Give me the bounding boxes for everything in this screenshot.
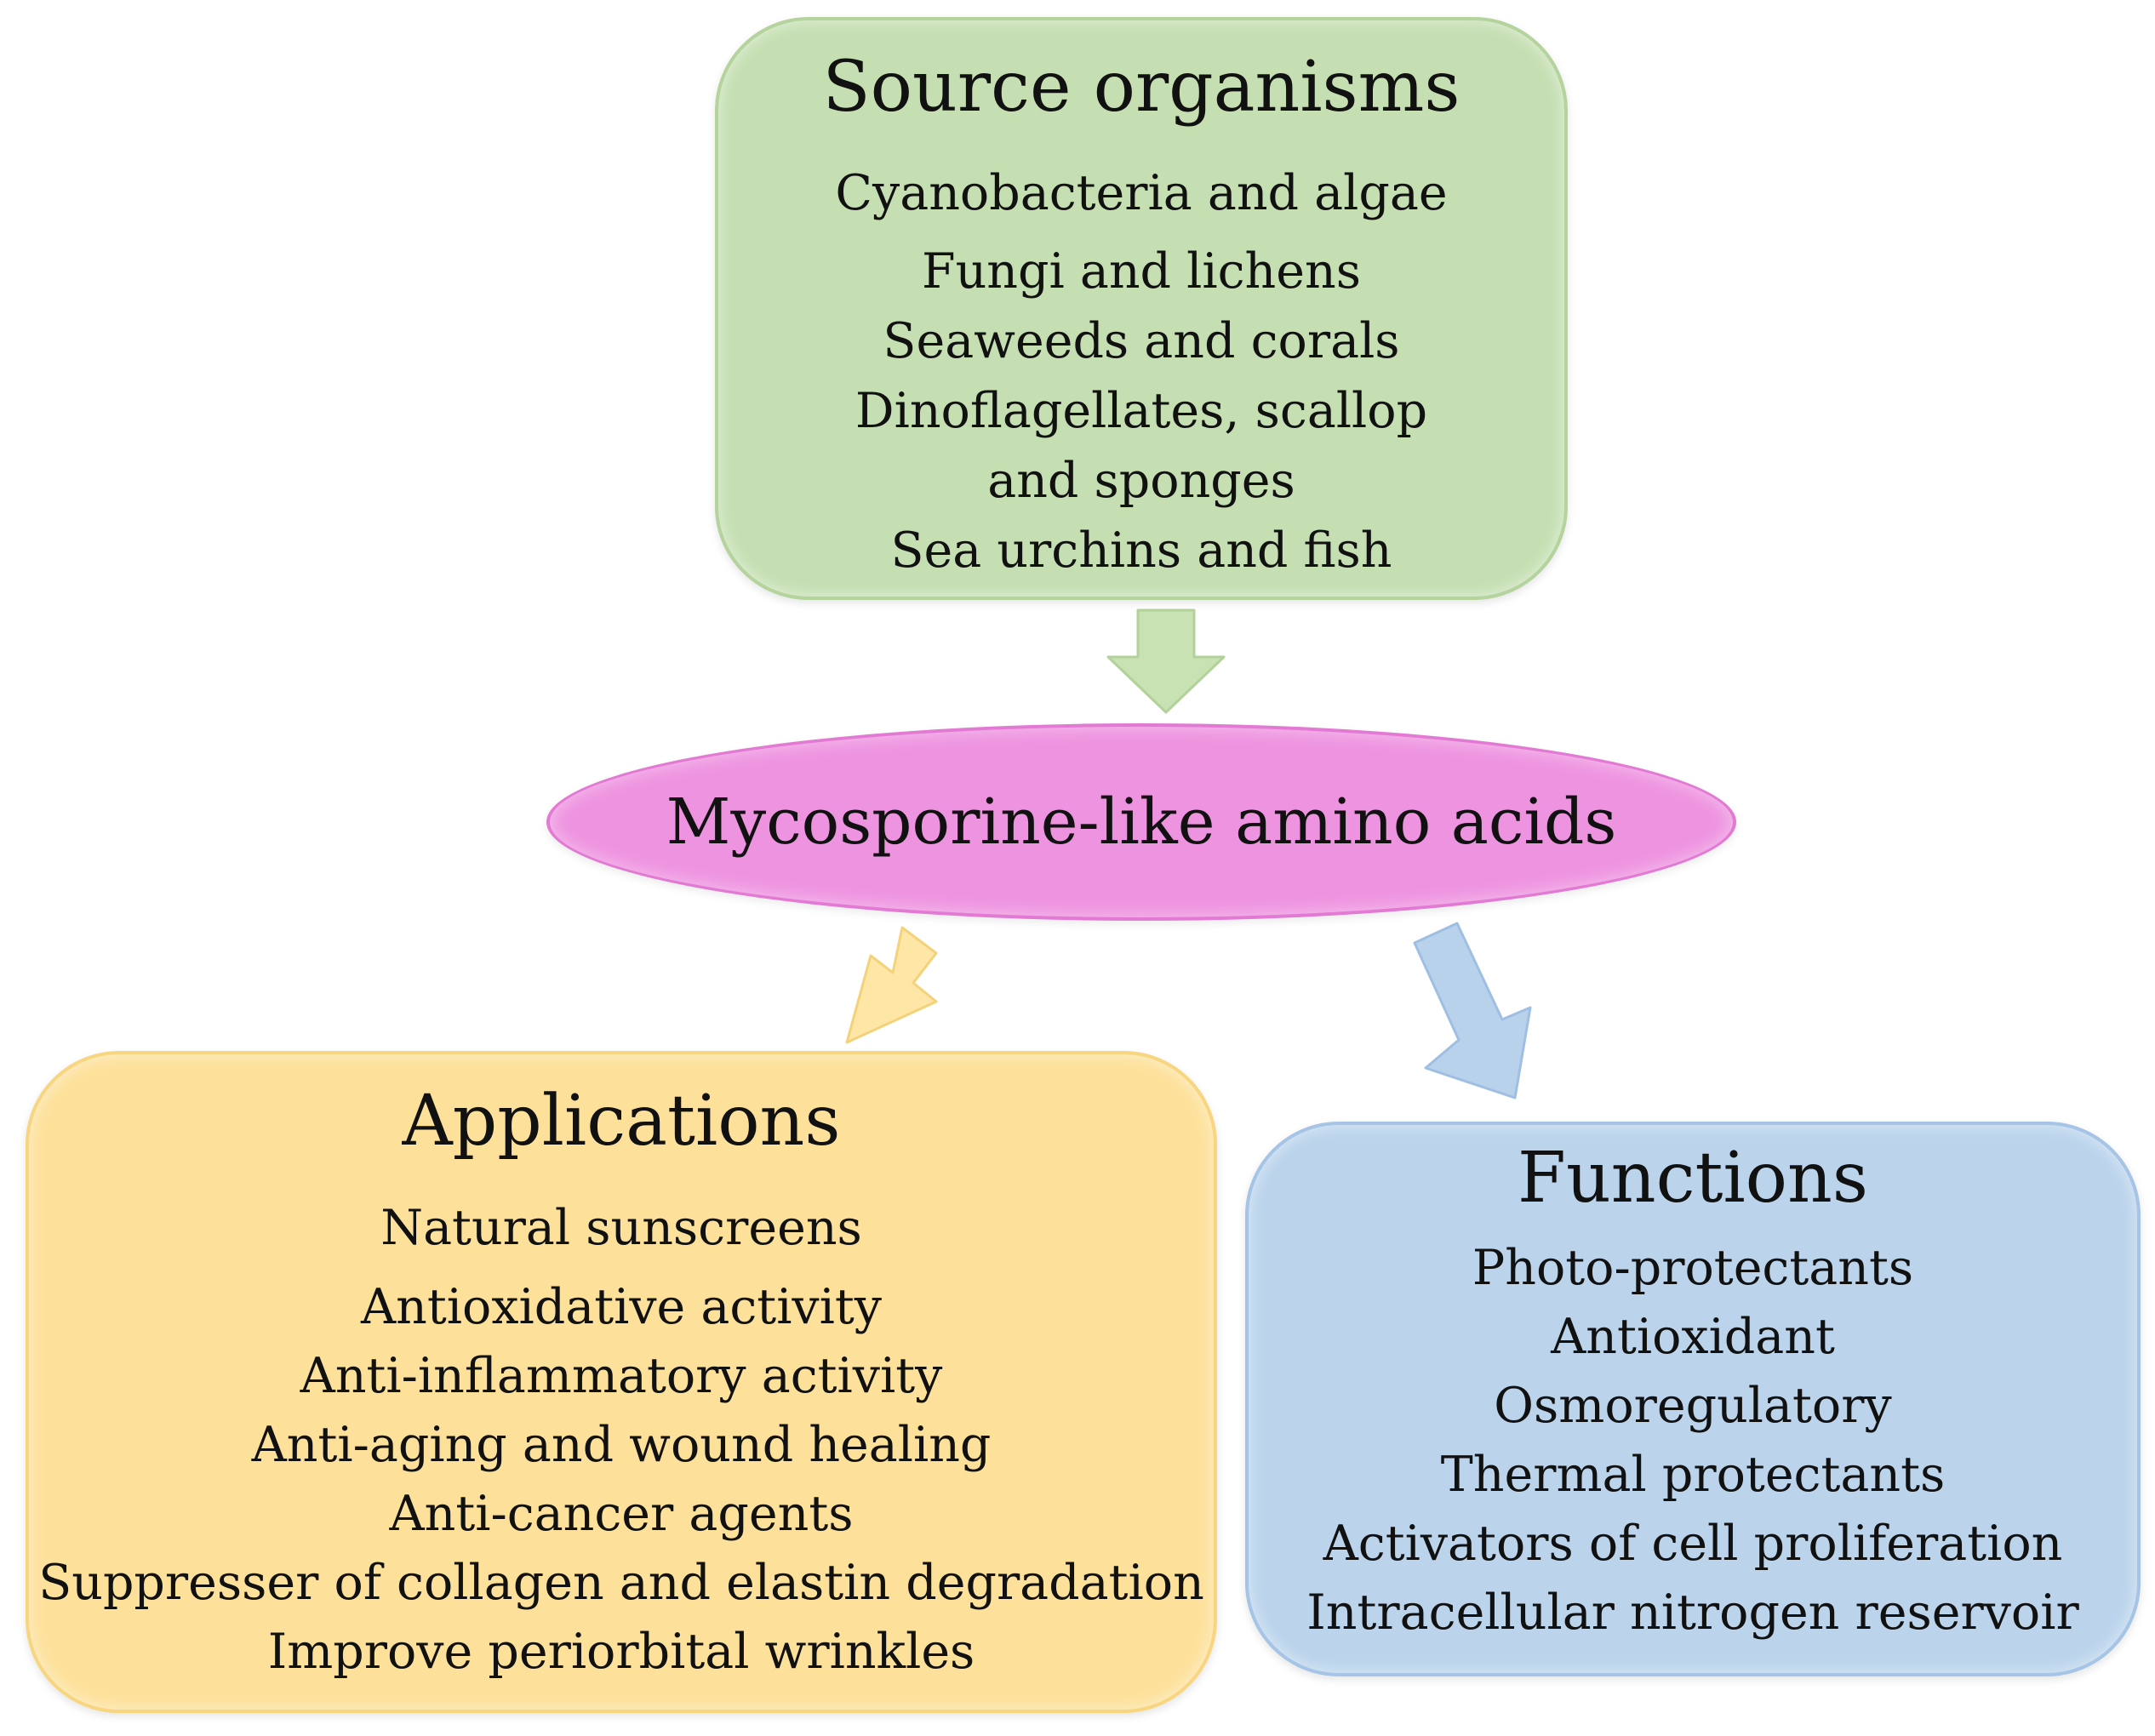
applications-title: Applications — [402, 1081, 841, 1162]
list-item: Fungi and lichens — [922, 243, 1361, 300]
functions-box: Functions Photo-protectants Antioxidant … — [1245, 1122, 2141, 1676]
list-item: Osmoregulatory — [1494, 1378, 1892, 1434]
list-item: Cyanobacteria and algae — [835, 165, 1448, 221]
list-item: Photo-protectants — [1472, 1240, 1914, 1296]
functions-list: Photo-protectants Antioxidant Osmoregula… — [1249, 1234, 2137, 1647]
list-item: Anti-inflammatory activity — [300, 1348, 943, 1404]
applications-list: Natural sunscreens Antioxidative activit… — [29, 1194, 1214, 1687]
list-item: Thermal protectants — [1440, 1447, 1946, 1503]
applications-box: Applications Natural sunscreens Antioxid… — [26, 1051, 1217, 1713]
list-item: Anti-cancer agents — [389, 1486, 854, 1542]
list-item: Seaweeds and corals — [883, 313, 1400, 369]
mycosporine-amino-acids-node: Mycosporine-like amino acids — [546, 723, 1736, 921]
list-item: Natural sunscreens — [380, 1200, 862, 1256]
list-item: Sea urchins and fish — [890, 523, 1392, 579]
source-organisms-list: Cyanobacteria and algae Fungi and lichen… — [718, 158, 1564, 585]
functions-title: Functions — [1518, 1138, 1868, 1219]
list-item: Dinoflagellates, scallop — [855, 383, 1428, 439]
list-item: Antioxidant — [1551, 1309, 1835, 1365]
down-arrow-icon — [1106, 608, 1226, 714]
list-item: Antioxidative activity — [361, 1279, 882, 1335]
down-right-arrow-icon — [1413, 922, 1532, 1099]
down-left-arrow-icon — [845, 926, 938, 1044]
list-item: Activators of cell proliferation — [1323, 1516, 2063, 1572]
list-item: Improve periorbital wrinkles — [267, 1624, 975, 1680]
list-item: Suppresser of collagen and elastin degra… — [38, 1555, 1204, 1611]
source-organisms-title: Source organisms — [822, 47, 1460, 128]
center-label: Mycosporine-like amino acids — [666, 785, 1617, 859]
list-item: Anti-aging and wound healing — [251, 1417, 992, 1473]
list-item: and sponges — [987, 453, 1295, 509]
source-organisms-box: Source organisms Cyanobacteria and algae… — [715, 17, 1568, 600]
list-item: Intracellular nitrogen reservoir — [1306, 1585, 2079, 1641]
